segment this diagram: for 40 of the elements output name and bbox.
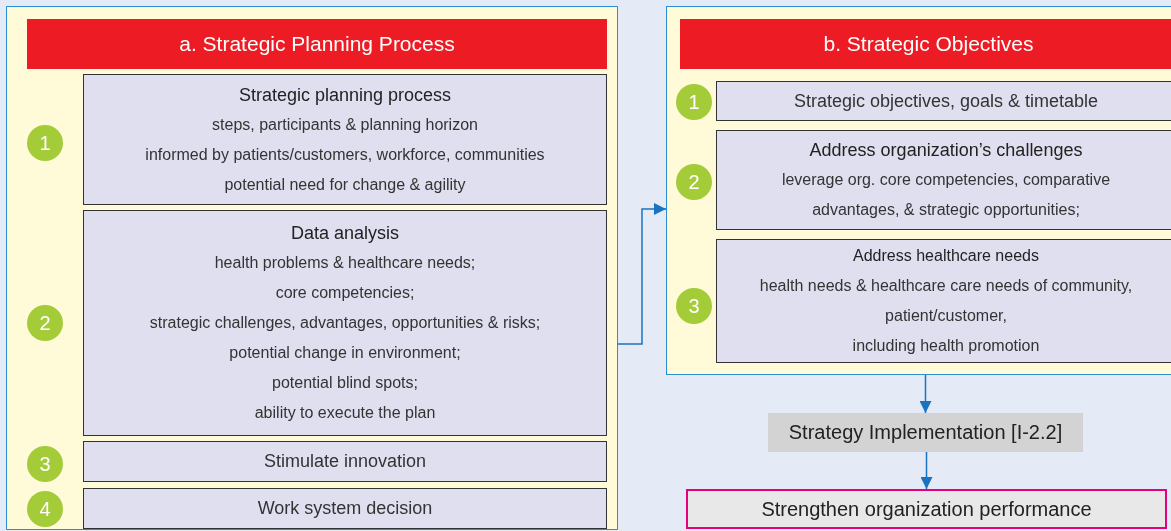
box-text: potential blind spots;: [272, 373, 418, 393]
box-text: potential need for change & agility: [224, 174, 466, 195]
box-text: steps, participants & planning horizon: [212, 114, 478, 135]
box-text: including health promotion: [852, 336, 1040, 356]
result-box: Strengthen organization performance: [686, 489, 1167, 529]
box-text: health needs & healthcare care needs of community,: [759, 276, 1133, 296]
panel-background: [666, 6, 1171, 375]
section-header: b. Strategic Objectives: [680, 19, 1171, 69]
number-badge: 1: [27, 125, 63, 161]
box-heading: Data analysis: [290, 222, 400, 245]
content-box: [83, 210, 607, 436]
box-text: ability to execute the plan: [254, 403, 436, 423]
number-badge: 1: [676, 84, 712, 120]
process-box: Strategy Implementation [I-2.2]: [768, 413, 1083, 452]
box-text: leverage org. core competencies, comparative advantages, & strategic opportunities;: [780, 170, 1112, 220]
box-text: core competencies;: [275, 283, 415, 303]
box-heading: Strategic planning process: [238, 83, 452, 107]
panel-background: [6, 6, 618, 530]
number-badge: 2: [676, 164, 712, 200]
number-badge: 2: [27, 305, 63, 341]
content-box: [83, 74, 607, 205]
box-heading: Address healthcare needs: [853, 246, 1039, 266]
box-text: potential change in environment;: [229, 343, 461, 363]
number-badge: 3: [676, 288, 712, 324]
box-text: patient/customer,: [885, 306, 1007, 326]
section-header: a. Strategic Planning Process: [27, 19, 607, 69]
box-text: informed by patients/customers, workforce, communities: [145, 144, 545, 165]
content-box: Strategic objectives, goals & timetable: [716, 81, 1171, 121]
content-box: Stimulate innovation: [83, 441, 607, 482]
content-box: Work system decision: [83, 488, 607, 529]
arrow: [919, 374, 932, 414]
arrow: [617, 202, 667, 345]
content-box: [716, 130, 1171, 230]
box-heading: Address organization’s challenges: [809, 139, 1083, 162]
arrow: [920, 451, 933, 490]
box-text: health problems & healthcare needs;: [214, 253, 476, 273]
number-badge: 4: [27, 491, 63, 527]
content-box: [716, 239, 1171, 363]
number-badge: 3: [27, 446, 63, 482]
box-text: strategic challenges, advantages, opportunities & risks;: [149, 313, 541, 333]
